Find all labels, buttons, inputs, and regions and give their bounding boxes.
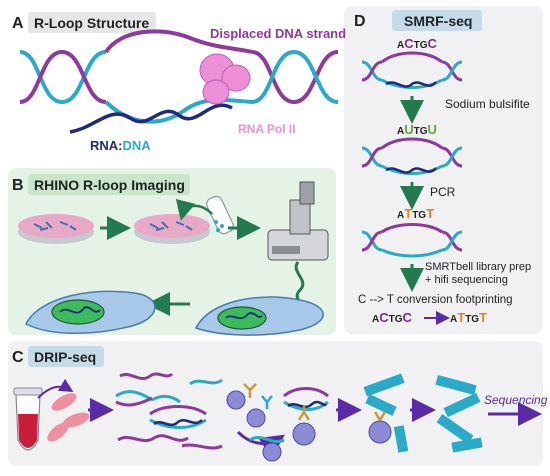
panel-c-title: DRIP-seq: [34, 349, 96, 365]
step-smrtbell: SMRTbell library prep: [425, 261, 531, 273]
petri-dish-1: [18, 214, 94, 244]
panel-c-letter: C: [12, 349, 24, 366]
petri-dish-2: [134, 214, 210, 244]
rna-strand: [69, 103, 233, 134]
seq1-label: ACTGC: [397, 36, 438, 51]
panel-d-title-box: [392, 10, 482, 31]
arrow-c-tube: [37, 378, 74, 399]
fragmented-dna: [115, 372, 223, 450]
step-bisulfite: Sodium bulsifite: [445, 97, 530, 111]
panel-c: C DRIP-seq: [12, 346, 548, 462]
bound-complex: [249, 387, 329, 462]
footprint-label: C --> T conversion footprinting: [358, 294, 513, 306]
pulldown-fragments: [363, 373, 409, 453]
cell-right: [194, 296, 324, 336]
panel-a: A R-Loop Structure Displaced DNA strand …: [12, 12, 346, 153]
arrow-c-2: [236, 430, 285, 458]
rna-label: RNA:DNA: [90, 138, 151, 153]
panel-b: B RHINO R-loop Imaging: [12, 174, 329, 336]
library-fragments: [435, 374, 483, 453]
seq2-label: AUTGU: [397, 122, 437, 137]
right-helix-blue: [251, 49, 339, 104]
cell-left: [24, 290, 156, 335]
displaced-dna-strand: [104, 29, 253, 54]
mini-rloop-3: [361, 223, 463, 258]
mini-rloop-1: [361, 51, 463, 89]
panel-d-background: [344, 6, 543, 334]
seq3-label: ATTGT: [397, 206, 434, 221]
mini-rloop-2: [361, 137, 463, 175]
panel-a-letter: A: [12, 15, 24, 32]
panel-c-title-box: [28, 346, 104, 367]
red-cells: [47, 393, 90, 442]
step-pcr: PCR: [430, 185, 456, 199]
footprint-right: ATTGT: [450, 310, 487, 325]
sequencing-label: Sequencing: [484, 393, 548, 407]
footprint-left: ACTGC: [372, 310, 413, 325]
panel-b-title: RHINO R-loop Imaging: [34, 177, 185, 193]
panel-a-title-box: [28, 12, 156, 33]
panel-d: D SMRF-seq ACTGC Sodium bulsifite AUTGU: [354, 10, 531, 325]
panel-a-title: R-Loop Structure: [34, 15, 149, 31]
panel-b-letter: B: [12, 177, 24, 194]
rna-dna-colon: :: [118, 138, 122, 153]
arrow-tube-to-dish: [175, 199, 213, 221]
left-helix-purple: [19, 49, 107, 104]
step-hifi: + hifi sequencing: [425, 274, 508, 286]
rna-text: RNA: [90, 138, 119, 153]
panel-b-title-box: [28, 174, 190, 195]
panel-d-letter: D: [354, 13, 366, 30]
panel-d-title: SMRF-seq: [404, 13, 472, 29]
sample-tube: [13, 387, 43, 451]
reagent-tube: [206, 195, 234, 235]
rna-pol-label: RNA Pol II: [238, 122, 296, 136]
antibodies-beads: [226, 383, 273, 428]
microscope: [267, 181, 329, 261]
rna-pol-ii-shape: [199, 53, 251, 105]
dna-text: DNA: [123, 138, 152, 153]
right-helix-purple: [251, 50, 339, 105]
panel-c-background: [8, 341, 543, 466]
left-helix-blue: [19, 50, 107, 105]
displaced-strand-label: Displaced DNA strand: [210, 26, 346, 41]
